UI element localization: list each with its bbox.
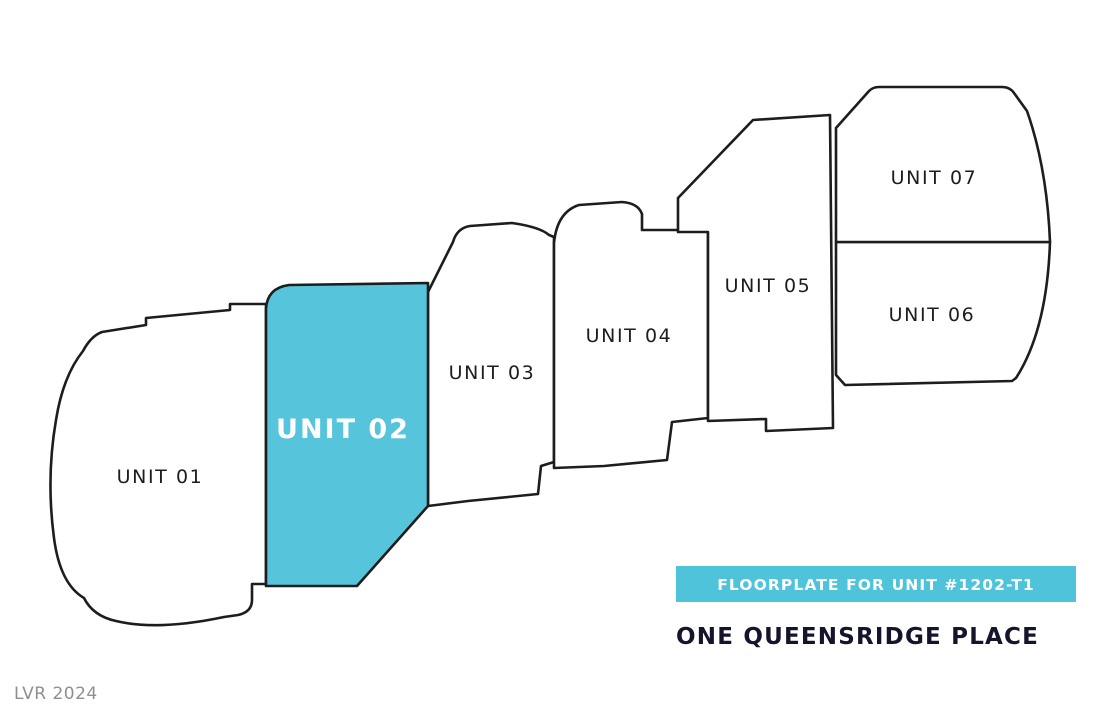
building-title: ONE QUEENSRIDGE PLACE: [676, 624, 1039, 650]
unit-02-label: UNIT 02: [276, 414, 410, 445]
unit-04-label: UNIT 04: [586, 325, 673, 347]
unit-04-shape: [552, 200, 710, 470]
unit-07-label: UNIT 07: [891, 167, 978, 189]
unit-07-shape: [834, 85, 1052, 244]
unit-05-label: UNIT 05: [725, 275, 812, 297]
unit-01-label: UNIT 01: [117, 466, 204, 488]
unit-01-shape: [49, 302, 268, 627]
watermark: LVR 2024: [14, 684, 98, 704]
floorplate-banner-label: FLOORPLATE FOR UNIT #1202-T1: [717, 576, 1035, 594]
unit-06-shape: [834, 240, 1052, 387]
unit-02-shape: [264, 281, 430, 588]
unit-03-label: UNIT 03: [449, 362, 536, 384]
unit-03-shape: [426, 221, 556, 508]
unit-06-label: UNIT 06: [889, 304, 976, 326]
floorplate-banner: [676, 566, 1076, 602]
unit-05-shape: [676, 113, 835, 433]
